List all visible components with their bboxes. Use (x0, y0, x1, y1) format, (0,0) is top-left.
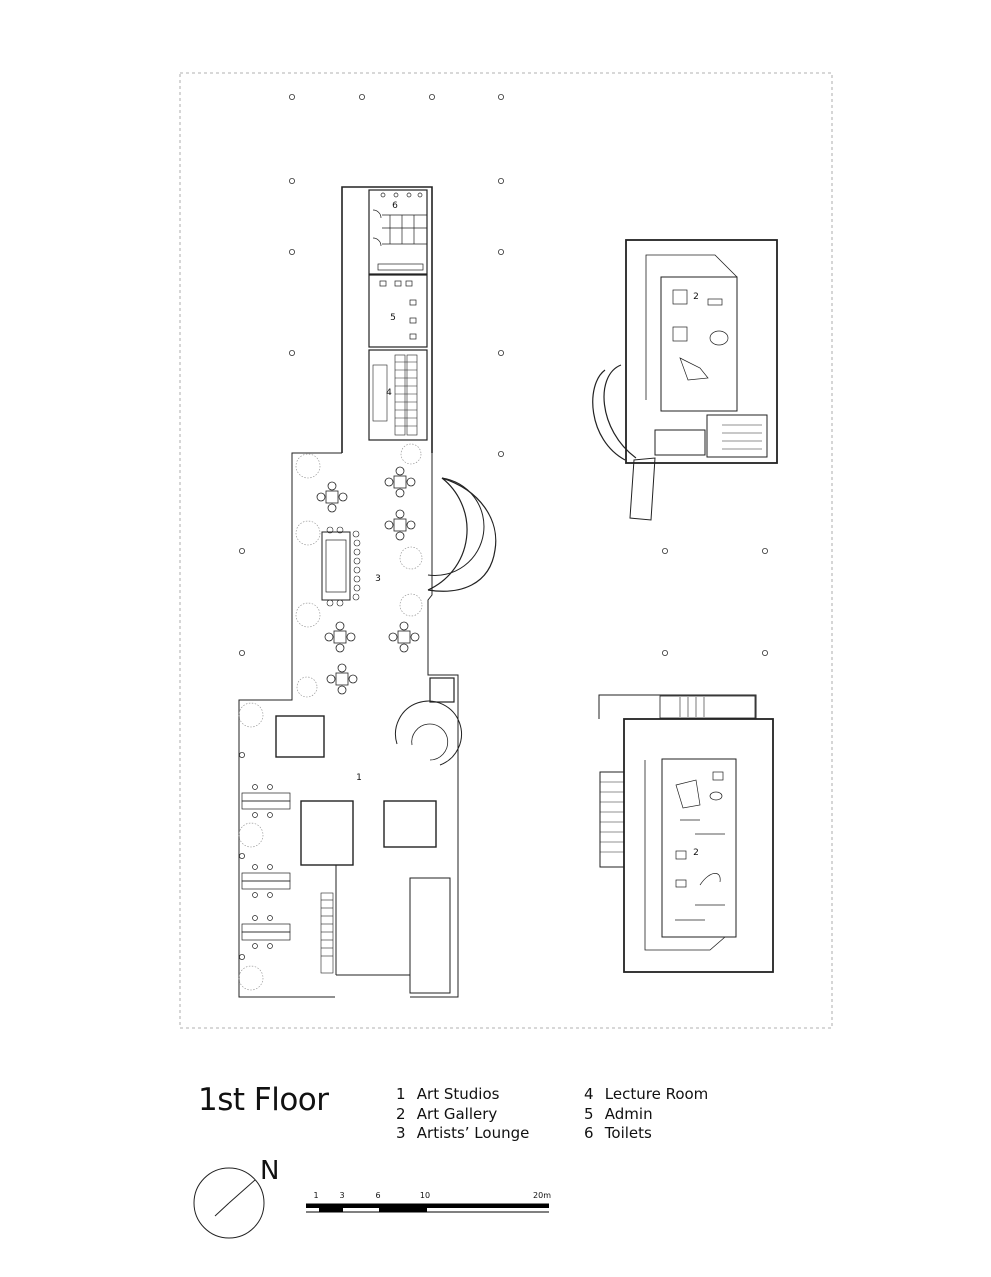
legend-item: 5 Admin (584, 1104, 653, 1123)
scale-tick: 1 (313, 1191, 319, 1200)
legend-item: 4 Lecture Room (584, 1085, 709, 1103)
lounge-area (238, 443, 497, 998)
room-number-2-bottom: 2 (693, 848, 699, 858)
legend-left: 1 Art Studios 2 Art Gallery 3 Artists’ L… (396, 1085, 529, 1144)
north-arrow-icon (193, 1167, 265, 1239)
gallery-top (592, 239, 778, 521)
north-wing (341, 186, 433, 453)
scale-tick: 10 (419, 1191, 431, 1200)
legend-item: 2 Art Gallery (396, 1104, 498, 1123)
legend-item: 6 Toilets (584, 1124, 652, 1142)
trees (238, 443, 423, 991)
studios-area (241, 677, 462, 994)
room-number-1: 1 (356, 773, 362, 783)
legend-right: 4 Lecture Room 5 Admin 6 Toilets (584, 1085, 708, 1144)
room-number-3: 3 (375, 574, 381, 584)
north-label: N (260, 1156, 280, 1186)
scale-tick: 3 (339, 1191, 345, 1200)
scale-tick: 20m (533, 1191, 551, 1200)
site-boundary (179, 72, 833, 1029)
legend-item: 3 Artists’ Lounge (396, 1124, 530, 1142)
legend-item: 1 Art Studios (396, 1085, 500, 1103)
studio-desks (241, 784, 291, 949)
room-number-2-top: 2 (693, 292, 699, 302)
scale-tick: 6 (375, 1191, 381, 1200)
room-number-6: 6 (392, 201, 398, 211)
scale-bar (306, 1204, 549, 1212)
page-title: 1st Floor (198, 1082, 329, 1118)
room-number-5: 5 (390, 313, 396, 323)
room-number-4: 4 (386, 388, 392, 398)
lounge-tables (316, 466, 420, 695)
gallery-bottom (598, 694, 774, 973)
column-grid (238, 94, 769, 961)
